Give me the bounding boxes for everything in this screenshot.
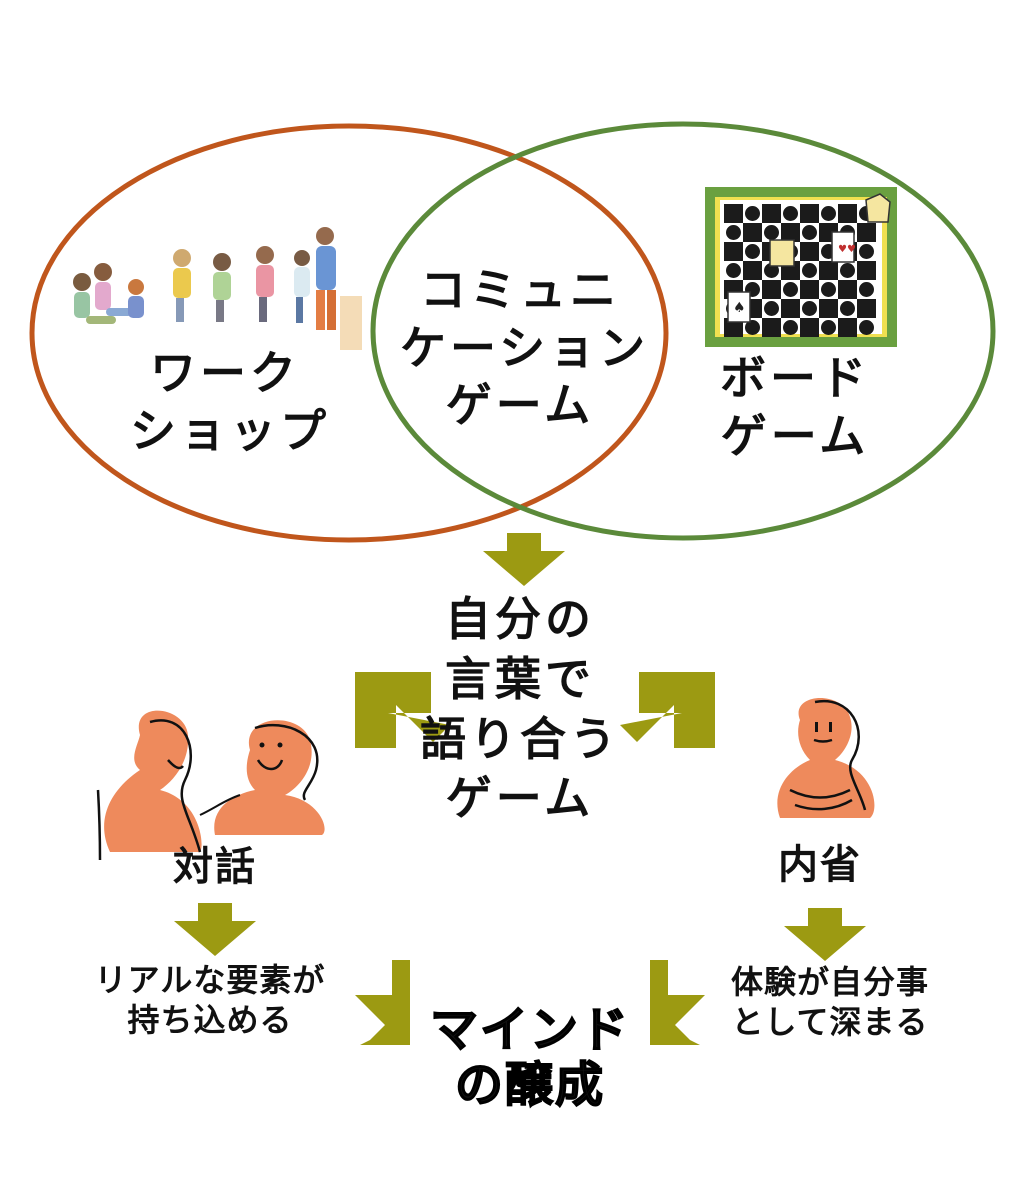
core-game-label-line: ゲーム	[445, 771, 595, 826]
checker-square	[743, 223, 762, 242]
checker-dot	[821, 282, 836, 297]
checker-dot	[840, 263, 855, 278]
checker-dot	[726, 225, 741, 240]
checker-dot	[783, 206, 798, 221]
checker-square	[781, 299, 800, 318]
checker-square	[838, 204, 857, 223]
boardgame-label: ボード ゲーム	[705, 350, 885, 465]
down-arrow-icon	[483, 533, 565, 586]
communication-game-label: コミュニ ケーション ゲーム	[400, 262, 650, 435]
checker-square	[743, 261, 762, 280]
boardgame-label-line: ボード	[720, 351, 870, 405]
reflection-label-text: 内省	[778, 842, 862, 888]
checker-dot	[745, 320, 760, 335]
arrows	[174, 533, 866, 1045]
workshop-label: ワーク ショップ	[130, 345, 330, 460]
workshop-label-line: ワーク	[150, 346, 300, 400]
checker-dot	[726, 263, 741, 278]
reflection-label: 内省	[745, 840, 895, 890]
outcome-label-line: マインド	[429, 1002, 630, 1059]
outcome-label-line: の醸成	[454, 1057, 605, 1114]
down-arrow-icon	[784, 908, 866, 961]
checker-square	[724, 242, 743, 261]
checker-square	[819, 261, 838, 280]
workshop-people-illustration	[73, 227, 362, 350]
checker-dot	[802, 263, 817, 278]
board-game-illustration: ♥♥ ♠	[705, 187, 897, 347]
checker-square	[838, 280, 857, 299]
checker-dot	[859, 320, 874, 335]
diagonal-arrow-icon	[620, 672, 715, 748]
checker-square	[800, 242, 819, 261]
checker-dot	[783, 282, 798, 297]
diagonal-arrow-icon	[650, 960, 705, 1045]
workshop-circle	[29, 123, 669, 543]
dialogue-result-label: リアルな要素が 持ち込める	[60, 960, 360, 1040]
checker-dot	[745, 244, 760, 259]
dialogue-label: 対話	[140, 842, 290, 892]
checker-dot	[745, 206, 760, 221]
dialogue-result-line: 持ち込める	[127, 1001, 293, 1039]
reflection-result-line: 体験が自分事	[730, 963, 929, 1001]
checker-square	[800, 204, 819, 223]
checker-dot	[821, 206, 836, 221]
diagonal-arrow-icon	[355, 960, 410, 1045]
svg-text:♥♥: ♥♥	[838, 244, 856, 255]
core-game-label: 自分の 言葉で 語り合う ゲーム	[410, 590, 630, 829]
dialogue-result-line: リアルな要素が	[94, 961, 326, 999]
checker-square	[781, 223, 800, 242]
checker-square	[838, 318, 857, 337]
boardgame-label-line: ゲーム	[720, 408, 870, 463]
reflection-figure-icon	[777, 698, 875, 818]
checker-dot	[764, 301, 779, 316]
checker-square	[819, 299, 838, 318]
checker-square	[857, 299, 876, 318]
communication-game-label-line: ゲーム	[445, 378, 595, 432]
dialogue-label-text: 対話	[173, 844, 257, 890]
checker-square	[762, 204, 781, 223]
checker-square	[857, 261, 876, 280]
checker-square	[857, 223, 876, 242]
checker-dot	[802, 225, 817, 240]
checker-dot	[802, 301, 817, 316]
dialogue-figures-icon	[96, 710, 325, 861]
checker-square	[762, 318, 781, 337]
core-game-label-line: 言葉で	[445, 651, 595, 706]
checker-square	[800, 280, 819, 299]
checker-dot	[783, 320, 798, 335]
checker-dot	[840, 301, 855, 316]
reflection-result-label: 体験が自分事 として深まる	[690, 962, 970, 1042]
diagonal-arrow-icon	[355, 672, 450, 748]
boardgame-circle	[370, 121, 996, 541]
checker-square	[724, 204, 743, 223]
communication-game-label-line: コミュニ	[420, 263, 620, 317]
checker-dot	[764, 225, 779, 240]
checker-dot	[859, 282, 874, 297]
svg-text:♠: ♠	[733, 300, 746, 316]
down-arrow-icon	[174, 903, 256, 956]
workshop-label-line: ショップ	[130, 403, 330, 458]
checker-dot	[859, 244, 874, 259]
core-game-label-line: 自分の	[445, 592, 595, 646]
communication-game-label-line: ケーション	[400, 320, 650, 375]
core-game-label-line: 語り合う	[420, 711, 620, 766]
checker-square	[762, 280, 781, 299]
reflection-result-line: として深まる	[731, 1003, 929, 1041]
checker-square	[800, 318, 819, 337]
checker-dot	[821, 320, 836, 335]
outcome-label: マインド の醸成	[410, 1002, 650, 1114]
